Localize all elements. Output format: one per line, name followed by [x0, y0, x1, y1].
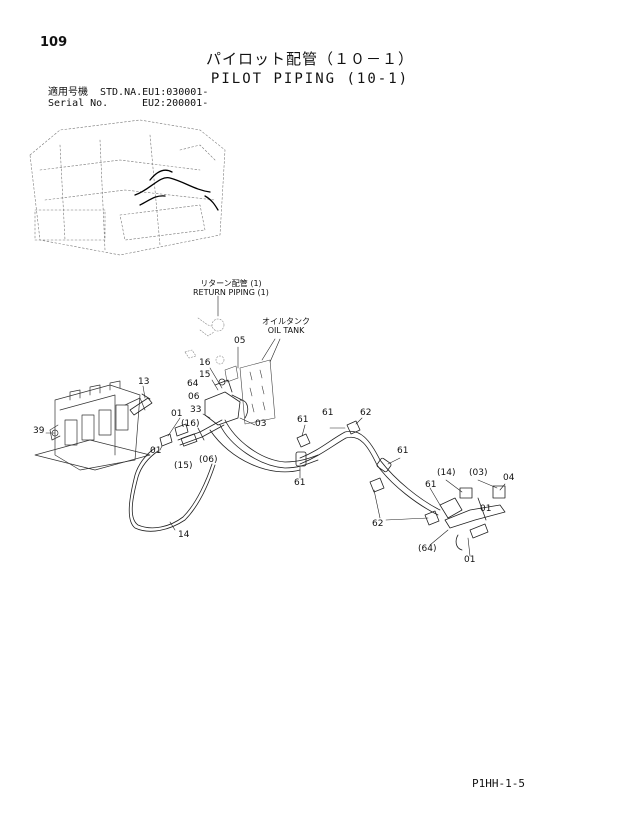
drawing-code: P1HH-1-5: [472, 777, 525, 790]
hose-14: [128, 447, 216, 532]
hose-61-main: [295, 430, 441, 516]
callout-01-lower-left: 01: [150, 446, 162, 456]
return-piping-sketch: [184, 317, 225, 365]
page-number: 109: [40, 35, 68, 50]
page-title-japanese: パイロット配管（１０－１）: [205, 50, 414, 68]
callout-61-far-right: 61: [425, 480, 437, 490]
callout-01-bottom: 01: [464, 555, 476, 565]
callout-06: 06: [188, 392, 200, 402]
callout-14: 14: [178, 530, 190, 540]
oil-tank-note-japanese: オイルタンク: [262, 317, 310, 326]
callout-39: 39: [33, 426, 45, 436]
page-title-english: PILOT PIPING (10-1): [210, 71, 410, 87]
fitting-01-left: [159, 423, 189, 447]
callout-14-parenthetical: (14): [437, 468, 456, 478]
applicability-label-english: Serial No.: [48, 98, 109, 109]
callout-62-top: 62: [360, 408, 372, 418]
callout-13: 13: [138, 377, 150, 387]
callout-62-bottom: 62: [372, 519, 384, 529]
oil-tank-panel: [224, 359, 276, 425]
callout-61-top-left: 61: [297, 415, 309, 425]
callout-33: 33: [190, 405, 202, 415]
callout-64: 64: [187, 379, 199, 389]
callout-64-parenthetical: (64): [418, 544, 437, 554]
callout-03: 03: [255, 419, 267, 429]
return-piping-note-japanese: リターン配管 (1): [200, 279, 262, 288]
callout-61-right: 61: [397, 446, 409, 456]
pipe-16-15-06: [177, 419, 225, 447]
thumbnail-highlighted-hoses: [134, 169, 219, 211]
callout-16-parenthetical: (16): [181, 419, 200, 429]
oil-tank-note-english: OIL TANK: [267, 325, 305, 335]
fittings-62: [296, 420, 440, 526]
right-end-fittings: [439, 485, 506, 551]
callout-05: 05: [234, 336, 246, 346]
oil-tank-note: オイルタンク OIL TANK: [262, 317, 310, 336]
callout-15-parenthetical: (15): [174, 461, 193, 471]
applicability-label-japanese: 適用号機: [48, 87, 88, 98]
callout-04: 04: [503, 473, 515, 483]
note-leaders: [217, 295, 281, 363]
callout-61-top-middle: 61: [322, 408, 334, 418]
applicability-serial-line-1: STD.NA.EU1:030001-: [100, 87, 209, 98]
callout-01-right: 01: [480, 504, 492, 514]
callout-leaders: [45, 346, 506, 557]
callout-61-lower: 61: [294, 478, 306, 488]
callout-01-upper-left: 01: [171, 409, 183, 419]
machine-location-thumbnail: [29, 119, 226, 256]
return-piping-note-english: RETURN PIPING (1): [193, 287, 269, 297]
callout-06-parenthetical: (06): [199, 455, 218, 465]
control-valve-assembly: [34, 380, 151, 471]
bracket-block-33: [204, 378, 243, 426]
applicability-serial-line-2: EU2:200001-: [142, 98, 209, 109]
callout-15: 15: [199, 370, 211, 380]
hose-03: [209, 399, 319, 473]
callout-03-parenthetical: (03): [469, 468, 488, 478]
return-piping-note: リターン配管 (1) RETURN PIPING (1): [193, 279, 269, 298]
fitting-13: [129, 393, 153, 416]
callout-16: 16: [199, 358, 211, 368]
